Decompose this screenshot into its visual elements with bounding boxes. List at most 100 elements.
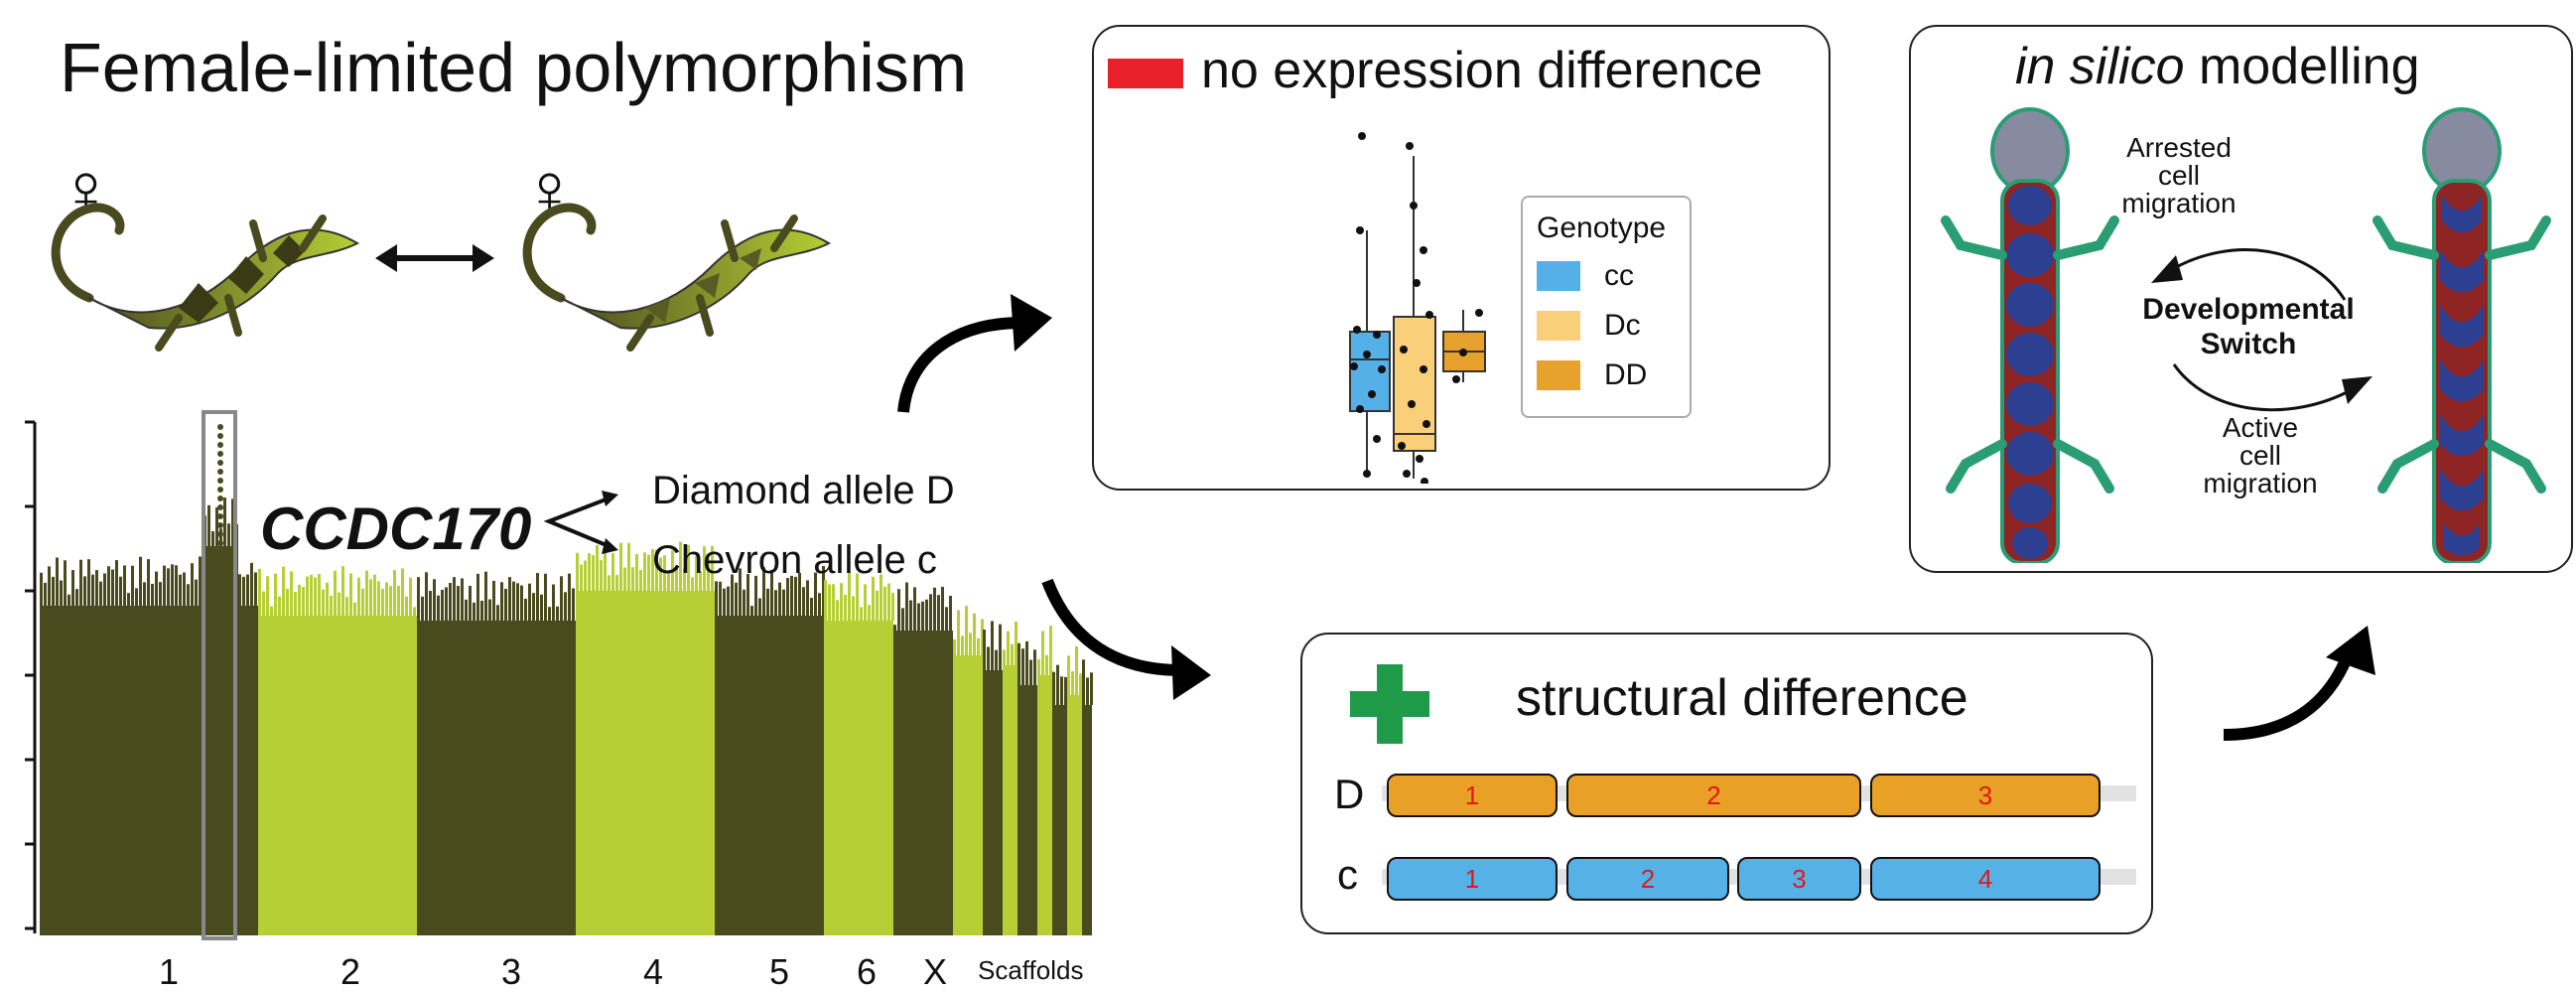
manhattan-point xyxy=(357,577,360,616)
manhattan-point xyxy=(270,606,273,616)
manhattan-point xyxy=(836,600,839,621)
expression-panel: no expression difference Genotype cc Dc xyxy=(1092,25,1830,491)
manhattan-point xyxy=(1007,631,1010,665)
manhattan-point xyxy=(864,584,867,621)
manhattan-point xyxy=(512,581,515,621)
manhattan-point xyxy=(552,584,555,621)
manhattan-point xyxy=(476,573,479,621)
manhattan-point xyxy=(631,567,634,591)
active-label: Active cell migration xyxy=(2191,414,2330,497)
manhattan-point xyxy=(107,566,110,606)
lizard-model-right xyxy=(2373,107,2551,563)
manhattan-point xyxy=(445,587,448,621)
manhattan-point xyxy=(588,553,591,591)
manhattan-point xyxy=(135,588,138,606)
manhattan-point xyxy=(604,548,607,591)
manhattan-point xyxy=(365,570,368,616)
manhattan-point xyxy=(1011,643,1014,665)
gene-name: CCDC170 xyxy=(260,496,532,562)
manhattan-point xyxy=(695,556,698,591)
manhattan-peak-point xyxy=(217,460,223,466)
switch-line-1: Developmental xyxy=(2142,293,2355,326)
manhattan-point xyxy=(290,571,293,616)
manhattan-point xyxy=(187,584,190,606)
manhattan-point xyxy=(1075,645,1078,695)
manhattan-point xyxy=(171,564,174,606)
chr-label-5: 5 xyxy=(768,951,790,992)
manhattan-point xyxy=(822,566,825,616)
in-silico-panel: in silico modelling Arrested ce xyxy=(1909,25,2573,573)
manhattan-point xyxy=(508,577,511,621)
manhattan-point xyxy=(95,570,98,606)
chr-label-scaffolds: Scaffolds xyxy=(978,955,1084,985)
manhattan-point xyxy=(1029,659,1032,685)
manhattan-point xyxy=(465,599,468,621)
manhattan-block xyxy=(1017,685,1037,935)
manhattan-point xyxy=(393,570,396,616)
manhattan-point xyxy=(1045,654,1048,675)
manhattan-point xyxy=(215,506,218,546)
manhattan-point xyxy=(848,572,851,621)
curved-arrow-right-icon xyxy=(2223,626,2375,741)
manhattan-point xyxy=(703,546,706,591)
manhattan-point xyxy=(504,588,507,621)
manhattan-point xyxy=(715,581,718,616)
manhattan-block xyxy=(1067,695,1082,935)
manhattan-point xyxy=(318,574,321,616)
manhattan-point xyxy=(933,587,936,631)
manhattan-point xyxy=(957,610,960,655)
manhattan-point xyxy=(175,565,178,606)
manhattan-block xyxy=(238,606,258,935)
developmental-switch-label: Developmental Switch xyxy=(2104,293,2392,361)
genotype-legend: Genotype cc Dc DD xyxy=(1521,196,1692,418)
manhattan-point xyxy=(278,596,281,616)
red-legend-swatch xyxy=(1108,59,1183,88)
manhattan-point xyxy=(790,575,793,616)
manhattan-point xyxy=(40,572,43,606)
manhattan-point xyxy=(282,566,285,616)
expression-heading: no expression difference xyxy=(1201,42,1763,99)
manhattan-point xyxy=(1067,655,1070,695)
chevron-lizard-illustration xyxy=(522,203,832,352)
manhattan-point xyxy=(254,572,257,606)
manhattan-point xyxy=(353,602,356,616)
manhattan-point xyxy=(840,583,843,621)
arrested-label: Arrested cell migration xyxy=(2109,134,2248,217)
arrested-line-3: migration xyxy=(2121,188,2237,218)
manhattan-block xyxy=(983,670,1003,935)
manhattan-point xyxy=(770,569,773,616)
manhattan-peak-point xyxy=(217,540,223,546)
manhattan-point xyxy=(584,560,587,591)
manhattan-point xyxy=(330,595,333,616)
manhattan-point xyxy=(719,581,722,616)
manhattan-point xyxy=(1090,672,1093,705)
manhattan-peak-point xyxy=(217,522,223,528)
manhattan-point xyxy=(699,571,702,591)
manhattan-peak-point xyxy=(217,478,223,484)
allele-d-label: Diamond allele D xyxy=(652,469,955,512)
row-label-c: c xyxy=(1337,851,1358,898)
manhattan-point xyxy=(794,576,797,616)
manhattan-point xyxy=(824,580,827,621)
manhattan-point xyxy=(739,568,742,616)
manhattan-point xyxy=(223,497,226,546)
manhattan-point xyxy=(953,638,956,655)
manhattan-point xyxy=(139,556,142,606)
manhattan-point xyxy=(711,545,714,591)
exon-c-1: 1 xyxy=(1387,857,1558,901)
manhattan-point xyxy=(832,584,835,621)
manhattan-point xyxy=(782,589,785,616)
manhattan-point xyxy=(314,577,317,616)
manhattan-point xyxy=(814,572,817,616)
manhattan-point xyxy=(155,571,158,606)
manhattan-block xyxy=(824,621,893,935)
manhattan-point xyxy=(1003,649,1006,665)
manhattan-block xyxy=(715,616,824,935)
manhattan-point xyxy=(945,607,948,631)
manhattan-point xyxy=(469,585,472,621)
manhattan-point xyxy=(925,599,928,631)
manhattan-point xyxy=(373,574,376,616)
manhattan-point xyxy=(611,553,614,591)
manhattan-point xyxy=(937,595,940,631)
silico-heading: in silico modelling xyxy=(2015,37,2420,96)
